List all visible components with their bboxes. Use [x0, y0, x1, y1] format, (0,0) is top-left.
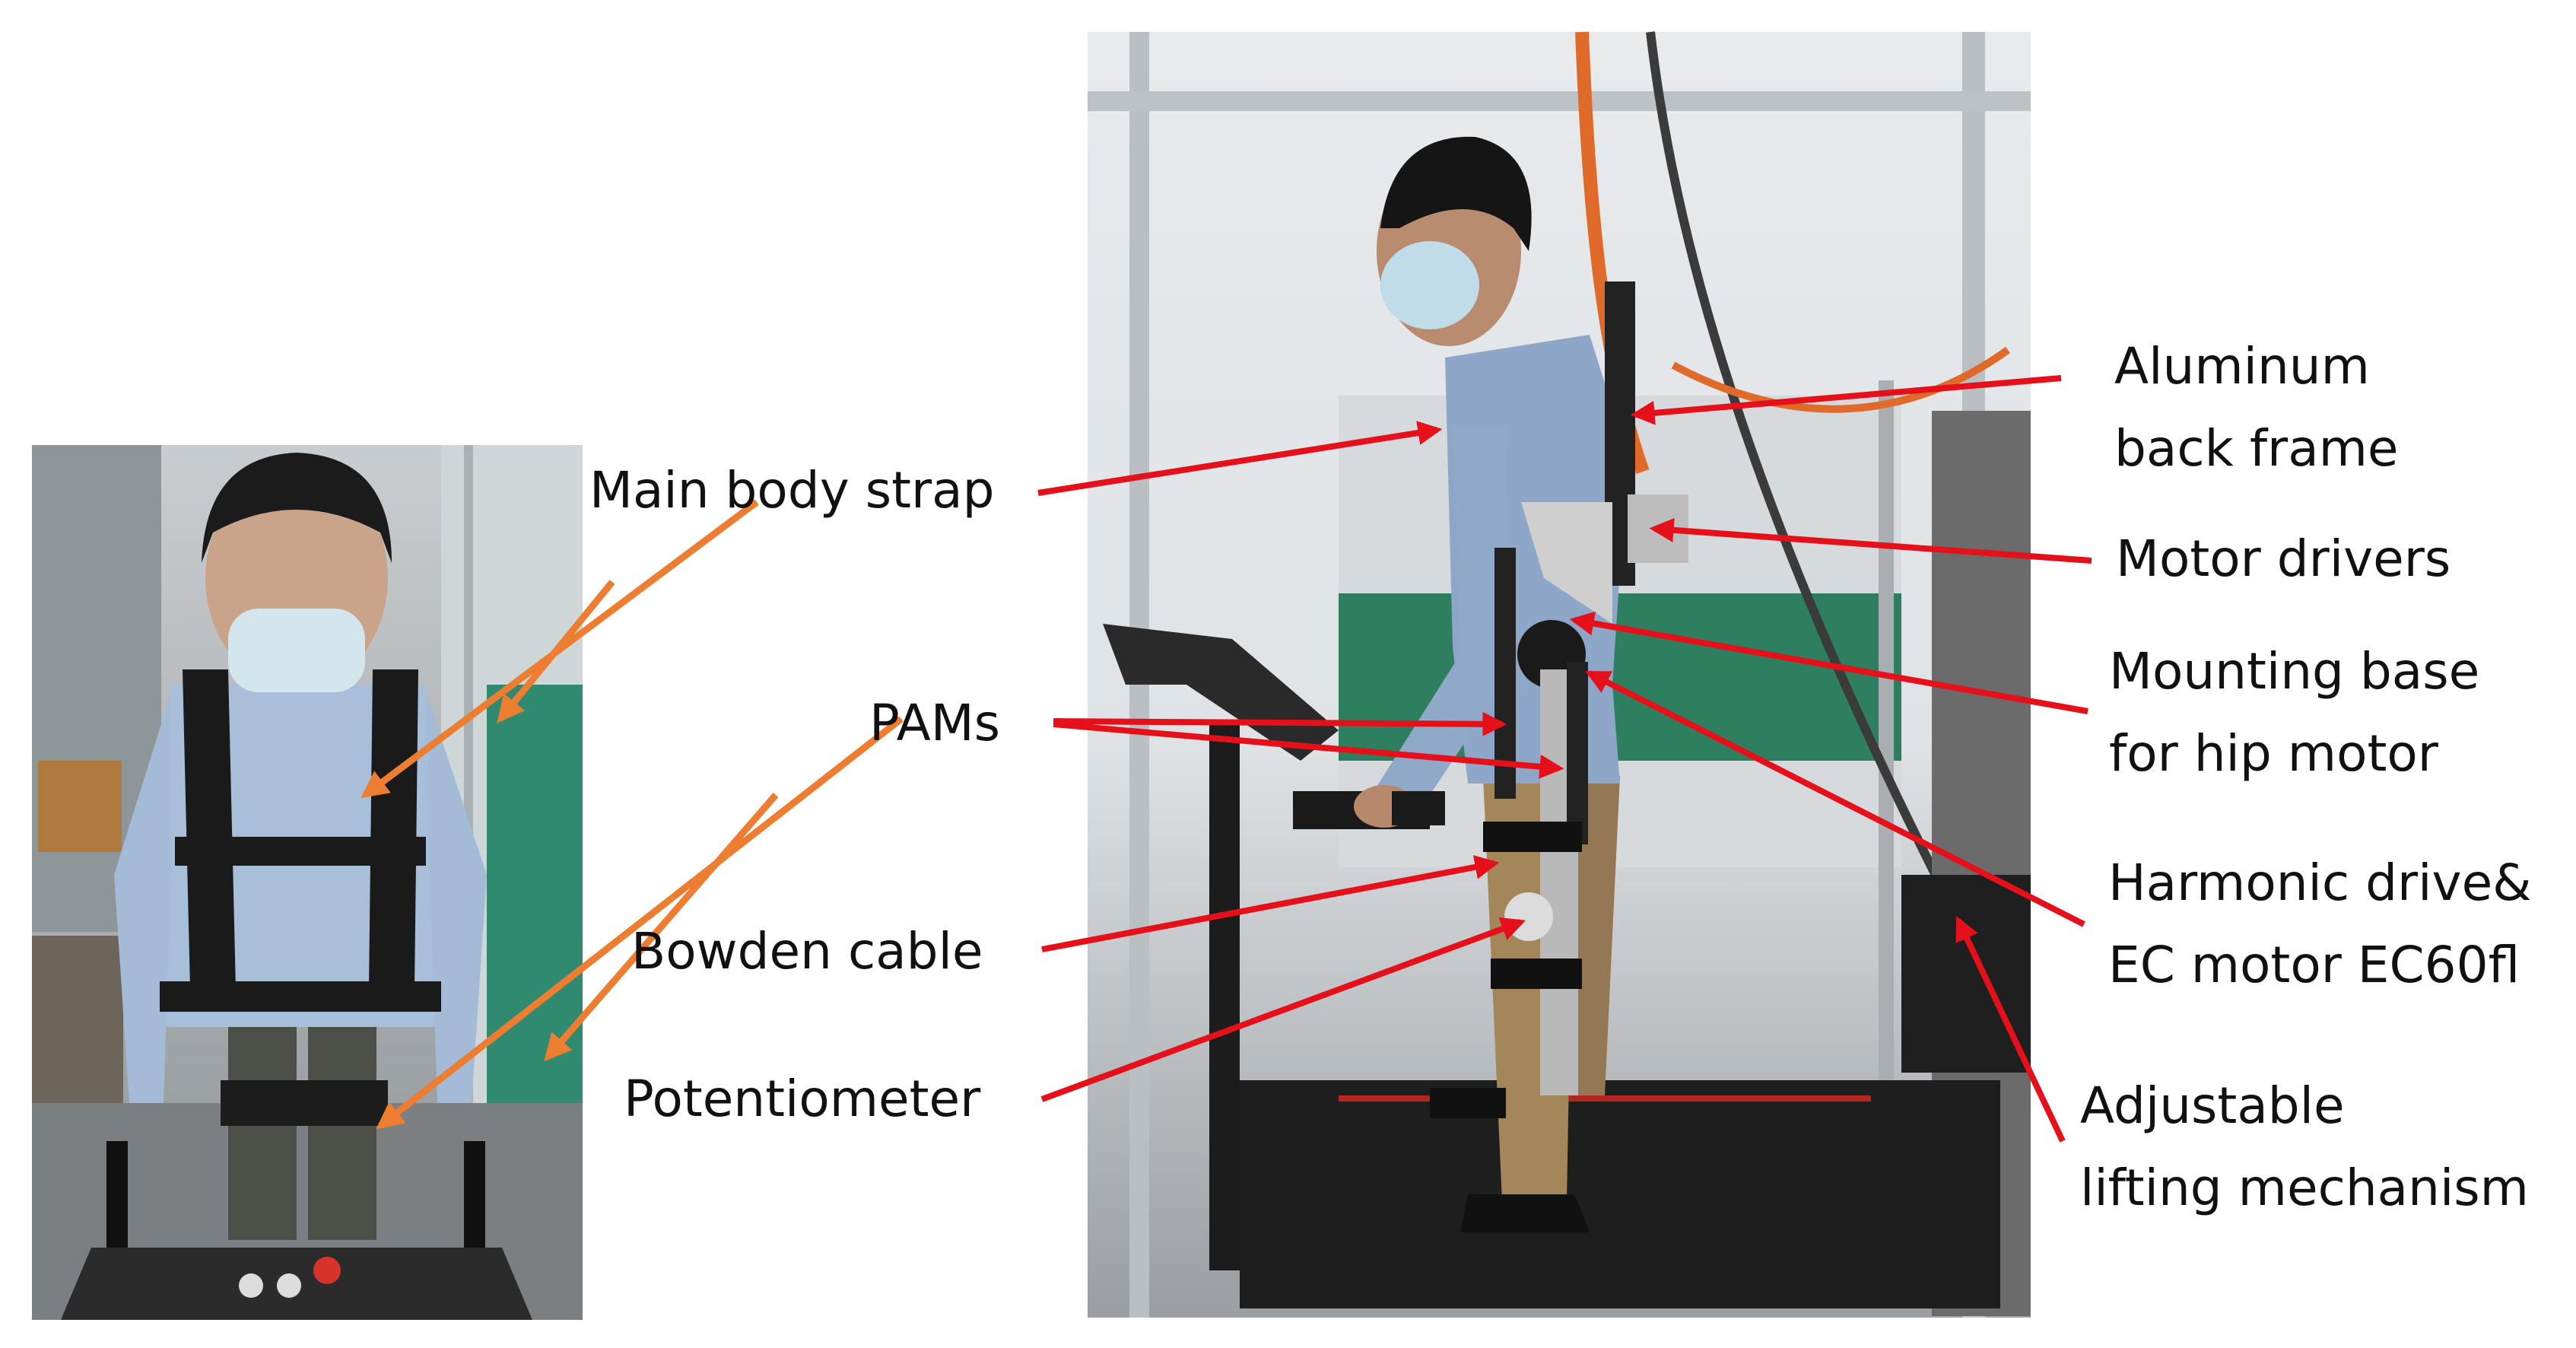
orange-arrow-strap-side [497, 580, 615, 723]
side-treadmill-console [1103, 624, 1339, 761]
label-mounting-base-line2: for hip motor [2109, 724, 2438, 783]
label-adjustable-lifting: Adjustable lifting mechanism [2080, 1065, 2529, 1229]
side-person-hair [1380, 136, 1532, 251]
orange-arrow-pam-front [376, 716, 904, 1130]
side-photo-orange-cable-2 [1671, 346, 2010, 413]
side-person-back-shoe [1430, 1088, 1506, 1118]
side-exo-thigh-cuff [1483, 822, 1582, 852]
side-treadmill-grip [1392, 791, 1445, 825]
label-harmonic-drive: Harmonic drive& EC motor EC60fl [2108, 842, 2532, 1006]
side-exo-pam [1494, 548, 1516, 799]
front-person-waist-strap [160, 981, 441, 1012]
label-aluminum-back-frame-line1: Aluminum [2114, 337, 2370, 396]
label-mounting-base-line1: Mounting base [2109, 642, 2480, 701]
red-arrow-main-body-strap [1037, 421, 1443, 496]
front-person-hair [202, 453, 392, 563]
label-harmonic-drive-line1: Harmonic drive& [2108, 854, 2532, 912]
red-arrow-pam-1 [1053, 711, 1507, 736]
label-main-body-strap: Main body strap [589, 461, 995, 520]
red-arrow-pam-2 [1053, 721, 1564, 779]
front-console-stop-button [313, 1257, 341, 1284]
label-motor-drivers: Motor drivers [2116, 529, 2451, 588]
side-exo-shank-cuff [1491, 959, 1582, 989]
front-person-left-strap [183, 669, 236, 989]
red-arrow-aluminum-back-frame [1630, 375, 2062, 425]
front-console-button [277, 1273, 301, 1298]
front-photo-box [38, 761, 122, 852]
label-harmonic-drive-line2: EC motor EC60fl [2108, 936, 2520, 994]
front-person-chest-strap [175, 837, 426, 866]
front-person-mask [228, 609, 365, 692]
front-photo-green-panel [487, 685, 583, 1141]
side-exo-pam-2 [1567, 662, 1588, 844]
label-aluminum-back-frame-line2: back frame [2114, 419, 2399, 478]
side-person-mask [1380, 241, 1479, 329]
side-photo-frame-top [1088, 91, 2031, 111]
side-photo-lifting-mechanism [1901, 875, 2031, 1073]
side-person-shoe [1460, 1194, 1590, 1232]
red-arrow-motor-drivers [1649, 517, 2092, 564]
side-exo-hip-plate [1521, 502, 1612, 624]
red-arrow-harmonic-drive [1585, 670, 2085, 927]
label-mounting-base: Mounting base for hip motor [2109, 631, 2479, 795]
side-treadmill-post [1209, 723, 1240, 1270]
label-pams: PAMs [869, 694, 1001, 752]
red-arrow-mounting-base [1569, 611, 2088, 714]
front-console-button [239, 1273, 263, 1298]
side-photo-frame-mid [1879, 380, 1894, 1293]
front-view-photo [32, 445, 583, 1320]
red-arrows [1037, 375, 2092, 1143]
side-person-arm [1369, 426, 1514, 806]
label-adjustable-lifting-line1: Adjustable [2080, 1076, 2345, 1135]
label-aluminum-back-frame: Aluminum back frame [2114, 326, 2399, 490]
front-person-knee-brace [221, 1080, 388, 1126]
front-person-right-strap [369, 669, 418, 989]
label-bowden-cable: Bowden cable [631, 922, 983, 981]
orange-arrow-pam-side [544, 793, 779, 1062]
side-treadmill-deck [1240, 1080, 2000, 1308]
label-adjustable-lifting-line2: lifting mechanism [2080, 1159, 2529, 1217]
side-treadmill-red-stripe [1339, 1095, 1871, 1102]
front-person-left-arm [114, 692, 171, 1103]
side-exo-knee-joint [1504, 892, 1553, 941]
red-arrow-potentiometer [1040, 917, 1526, 1102]
label-potentiometer: Potentiometer [624, 1070, 981, 1128]
red-arrow-adjustable-lifting [1955, 916, 2066, 1143]
red-arrow-bowden-cable [1041, 855, 1500, 952]
orange-arrows [361, 499, 904, 1130]
